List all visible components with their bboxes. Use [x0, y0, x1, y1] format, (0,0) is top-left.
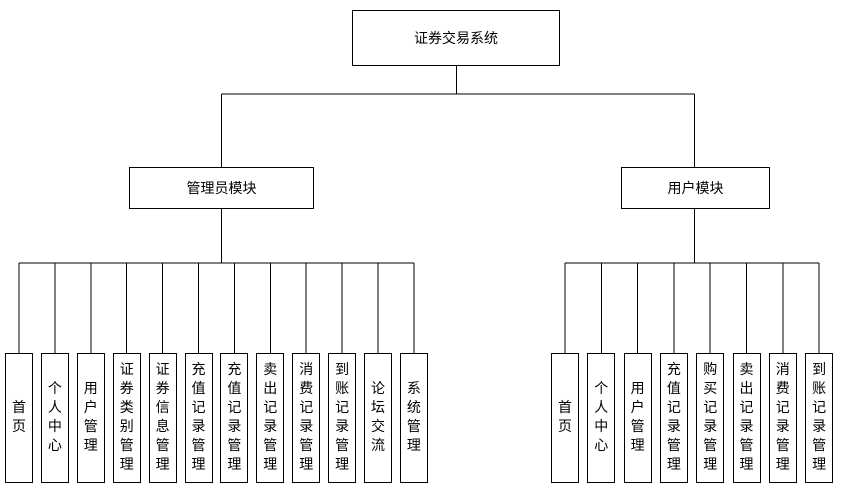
admin-function-item: 证券信息管理 — [148, 353, 177, 483]
user-function-label: 消费记录管理 — [775, 362, 790, 473]
admin-function-label: 首页 — [12, 400, 26, 435]
admin-function-item: 首页 — [5, 353, 33, 483]
admin-function-item: 消费记录管理 — [292, 353, 321, 483]
admin-function-item: 论坛交流 — [364, 353, 392, 483]
user-function-item: 首页 — [551, 353, 579, 483]
user-module-label: 用户模块 — [667, 181, 724, 197]
root-node: 证券交易系统 — [352, 10, 560, 66]
admin-function-label: 消费记录管理 — [299, 362, 314, 473]
admin-function-item: 系统管理 — [399, 353, 428, 483]
user-function-label: 个人中心 — [594, 381, 609, 454]
user-function-label: 充值记录管理 — [666, 362, 681, 473]
admin-function-label: 证券信息管理 — [155, 362, 170, 473]
admin-function-label: 充值记录管理 — [227, 362, 242, 473]
admin-module-label: 管理员模块 — [186, 181, 257, 197]
admin-function-item: 用户管理 — [76, 353, 105, 483]
user-function-label: 到账记录管理 — [812, 362, 827, 473]
admin-function-label: 卖出记录管理 — [263, 362, 278, 473]
user-function-item: 用户管理 — [623, 353, 652, 483]
user-function-item: 充值记录管理 — [659, 353, 688, 483]
admin-module-node: 管理员模块 — [129, 167, 314, 209]
admin-function-item: 证券类别管理 — [112, 353, 141, 483]
user-function-item: 购买记录管理 — [696, 353, 725, 483]
admin-function-item: 充值记录管理 — [220, 353, 249, 483]
admin-function-label: 到账记录管理 — [335, 362, 350, 473]
user-module-node: 用户模块 — [621, 167, 770, 209]
user-function-label: 首页 — [558, 400, 572, 435]
root-node-label: 证券交易系统 — [414, 31, 498, 47]
user-function-item: 消费记录管理 — [768, 353, 797, 483]
admin-function-label: 用户管理 — [83, 381, 98, 454]
user-function-item: 个人中心 — [587, 353, 616, 483]
admin-function-label: 系统管理 — [406, 381, 421, 454]
admin-function-item: 到账记录管理 — [328, 353, 357, 483]
user-function-label: 用户管理 — [630, 381, 645, 454]
admin-function-label: 论坛交流 — [371, 381, 385, 454]
user-function-label: 购买记录管理 — [703, 362, 718, 473]
admin-function-item: 卖出记录管理 — [256, 353, 285, 483]
admin-function-label: 证券类别管理 — [119, 362, 134, 473]
user-function-label: 卖出记录管理 — [739, 362, 754, 473]
admin-function-label: 个人中心 — [47, 381, 62, 454]
admin-function-item: 充值记录管理 — [184, 353, 213, 483]
user-function-item: 到账记录管理 — [805, 353, 834, 483]
user-function-item: 卖出记录管理 — [732, 353, 761, 483]
admin-function-label: 充值记录管理 — [191, 362, 206, 473]
admin-function-item: 个人中心 — [40, 353, 69, 483]
